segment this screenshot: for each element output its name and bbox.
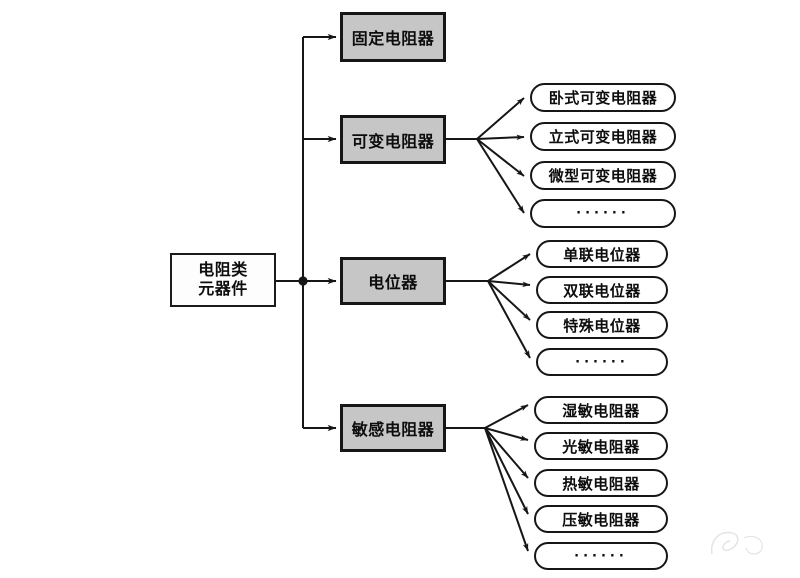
node-potentiometer-ellipsis-label: ······	[575, 354, 629, 370]
node-vertical-variable-resistor-label: 立式可变电阻器	[548, 128, 658, 146]
node-fixed-resistor-label: 固定电阻器	[351, 29, 435, 48]
node-single-gang-potentiometer-label: 单联电位器	[563, 245, 641, 264]
wire-variable-branch-3	[476, 138, 525, 177]
node-potentiometer-label: 电位器	[368, 273, 418, 292]
node-sensitive-resistor[interactable]: 敏感电阻器	[340, 404, 446, 452]
wire-variable-branch-4	[476, 138, 525, 214]
node-special-potentiometer[interactable]: 特殊电位器	[536, 311, 668, 339]
node-variable-resistor-ellipsis-label: ······	[576, 206, 630, 221]
node-sensitive-resistor-label: 敏感电阻器	[351, 420, 435, 439]
node-thermal-sensitive-resistor[interactable]: 热敏电阻器	[534, 469, 668, 497]
node-sensitive-resistor-ellipsis-label: ······	[574, 548, 628, 564]
node-photo-sensitive-resistor[interactable]: 光敏电阻器	[534, 432, 668, 460]
wire-sensitive-branch-1	[484, 404, 529, 429]
node-dual-gang-potentiometer-label: 双联电位器	[563, 281, 641, 300]
wire-potentiometer-branch-1	[487, 253, 531, 282]
scan-artifact	[711, 531, 763, 555]
node-sensitive-resistor-ellipsis[interactable]: ······	[534, 542, 668, 570]
node-variable-resistor-ellipsis[interactable]: ······	[530, 199, 676, 228]
node-miniature-variable-resistor-label: 微型可变电阻器	[548, 167, 658, 185]
node-potentiometer-ellipsis[interactable]: ······	[536, 348, 668, 376]
node-variable-resistor[interactable]: 可变电阻器	[340, 115, 446, 164]
node-fixed-resistor[interactable]: 固定电阻器	[340, 12, 446, 62]
node-variable-resistor-label: 可变电阻器	[351, 131, 435, 151]
wire-potentiometer-branch-3	[487, 280, 531, 321]
wire-potentiometer-branch-4	[487, 280, 531, 359]
node-root[interactable]: 电阻类 元器件	[170, 253, 276, 307]
node-special-potentiometer-label: 特殊电位器	[563, 316, 641, 335]
node-voltage-sensitive-resistor[interactable]: 压敏电阻器	[534, 505, 668, 533]
node-vertical-variable-resistor[interactable]: 立式可变电阻器	[530, 122, 676, 151]
node-thermal-sensitive-resistor-label: 热敏电阻器	[562, 474, 640, 493]
node-potentiometer[interactable]: 电位器	[340, 257, 446, 305]
node-humidity-sensitive-resistor[interactable]: 湿敏电阻器	[534, 396, 668, 424]
node-root-label: 电阻类 元器件	[198, 260, 248, 298]
wire-sensitive-branch-5	[484, 427, 529, 552]
wire-sensitive-branch-4	[484, 427, 529, 515]
wire-sensitive-branch-2	[484, 427, 529, 441]
node-dual-gang-potentiometer[interactable]: 双联电位器	[536, 276, 668, 304]
node-photo-sensitive-resistor-label: 光敏电阻器	[562, 437, 640, 456]
node-miniature-variable-resistor[interactable]: 微型可变电阻器	[530, 161, 676, 190]
node-single-gang-potentiometer[interactable]: 单联电位器	[536, 240, 668, 268]
node-horizontal-variable-resistor-label: 卧式可变电阻器	[548, 89, 658, 107]
wire-variable-branch-1	[476, 97, 525, 140]
wire-potentiometer-branch-2	[487, 280, 531, 288]
wire-variable-branch-2	[476, 134, 525, 141]
node-horizontal-variable-resistor[interactable]: 卧式可变电阻器	[530, 83, 676, 112]
wire-sensitive-branch-3	[484, 427, 529, 479]
node-voltage-sensitive-resistor-label: 压敏电阻器	[562, 510, 640, 529]
node-humidity-sensitive-resistor-label: 湿敏电阻器	[562, 401, 640, 420]
